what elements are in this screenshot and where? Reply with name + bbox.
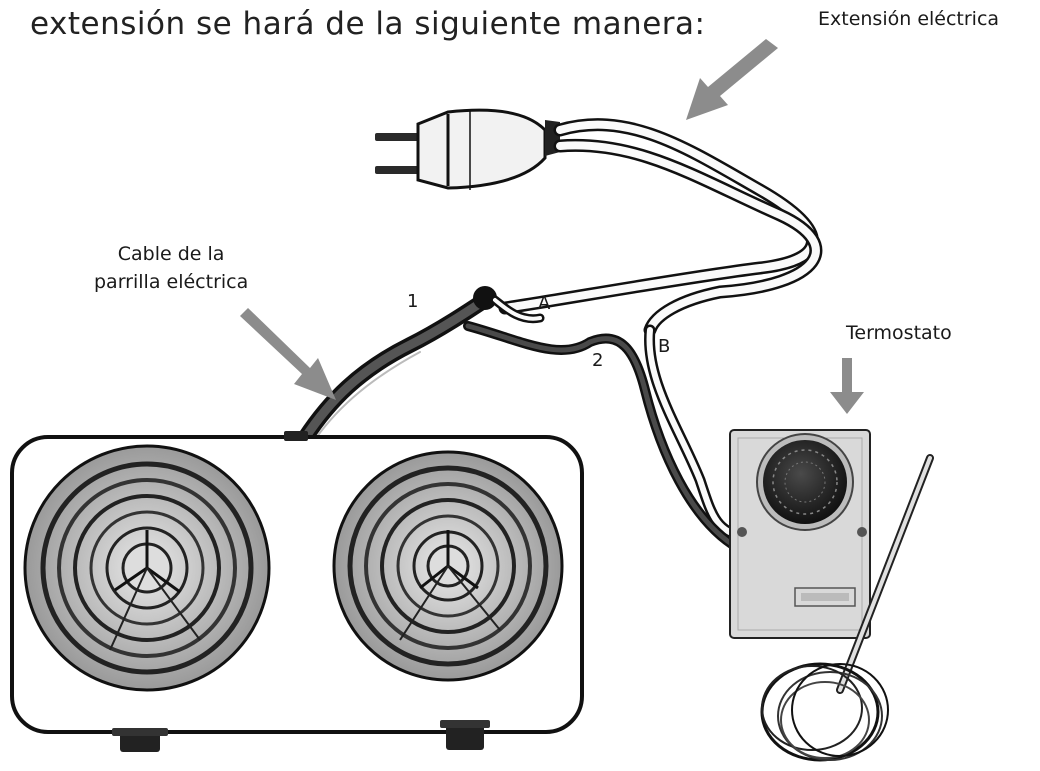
page-heading: extensión se hará de la siguiente manera… xyxy=(30,6,706,42)
thermostat xyxy=(729,429,934,762)
extension-cable xyxy=(498,118,823,541)
griddle-cable-label-line1: Cable de la xyxy=(117,243,225,265)
electric-griddle xyxy=(10,431,584,752)
wire-2-label: 2 xyxy=(592,350,604,371)
griddle-cable xyxy=(297,286,743,553)
wire-1-label: 1 xyxy=(407,291,419,312)
arrow-to-extension xyxy=(686,39,778,120)
wire-b-label: B xyxy=(658,336,671,357)
arrow-to-griddle-cable xyxy=(240,308,336,400)
burner-right xyxy=(332,450,564,682)
electric-plug xyxy=(375,108,560,190)
burner-left xyxy=(23,444,271,692)
wire-a-label: A xyxy=(538,293,551,314)
extension-label: Extensión eléctrica xyxy=(818,8,1000,30)
griddle-cable-label-line2: parrilla eléctrica xyxy=(94,271,249,293)
arrow-to-thermostat xyxy=(830,358,864,414)
thermostat-label: Termostato xyxy=(846,322,952,344)
griddle-cable-label: Cable de la parrilla eléctrica xyxy=(94,240,248,296)
